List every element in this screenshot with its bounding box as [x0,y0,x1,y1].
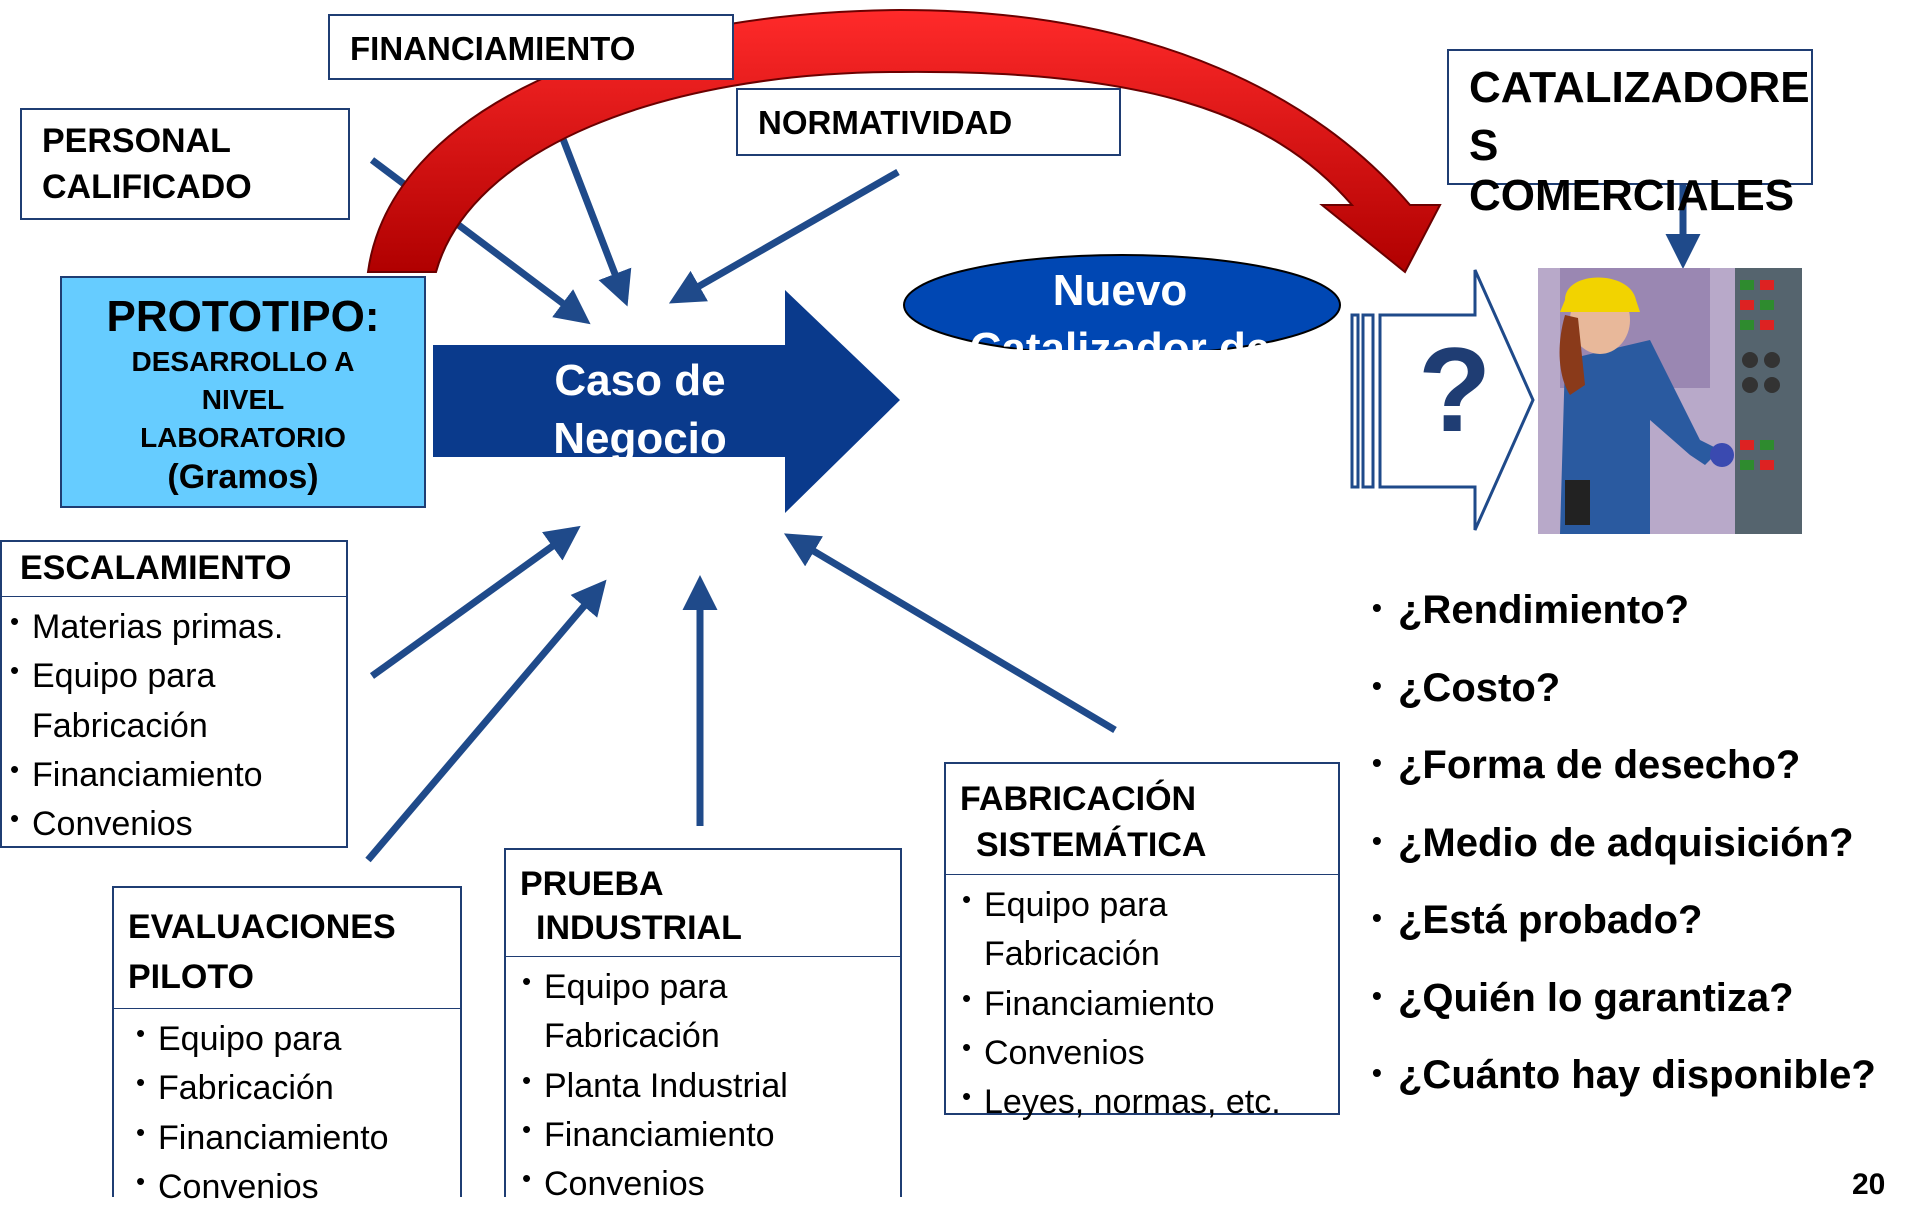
prototipo-line-3: LABORATORIO [140,422,346,453]
evaluaciones-title: EVALUACIONES PILOTO [114,888,460,1009]
prototipo-box: PROTOTIPO: DESARROLLO A NIVEL LABORATORI… [60,276,426,508]
prueba-box: PRUEBA INDUSTRIAL Equipo para Fabricació… [504,848,902,1203]
list-item: Equipo para Fabricación [520,963,804,1062]
list-item: Leyes, normas, etc. [960,1078,1332,1127]
prototipo-line-2: NIVEL [201,384,285,415]
prototipo-line-1: DESARROLLO A [131,346,355,377]
normatividad-box: NORMATIVIDAD [736,88,1121,156]
list-item: Financiamiento [134,1114,454,1163]
caso-negocio-line-2: Negocio [553,414,727,457]
evaluaciones-title-1: EVALUACIONES [128,908,396,946]
list-item: Financiamiento [8,751,340,800]
list-item: Financiamiento [960,980,1332,1029]
escalamiento-list: Materias primas. Equipo para Fabricación… [2,597,346,849]
escalamiento-box: ESCALAMIENTO Materias primas. Equipo par… [0,540,348,848]
caso-negocio-label: Caso de Negocio [530,352,750,457]
arrow-evaluaciones [365,579,607,863]
worker-illustration [1538,268,1802,534]
ellipse-line-1: Nuevo [1052,266,1188,315]
list-item: Equipo para [134,1015,454,1064]
escalamiento-title: ESCALAMIENTO [2,542,346,598]
prueba-title: PRUEBA INDUSTRIAL [506,850,900,957]
list-item: Equipo para Fabricación [8,652,252,751]
list-item: Convenios [134,1163,454,1212]
ellipse-label: Nuevo Catalizador de [905,262,1335,350]
personal-label-2: CALIFICADO [42,168,252,206]
normatividad-label: NORMATIVIDAD [758,104,1013,141]
list-item: Fabricación [134,1064,454,1113]
personal-label-1: PERSONAL [42,122,231,160]
question-item: ¿Quién lo garantiza? [1372,976,1876,1054]
evaluaciones-title-2: PILOTO [128,958,254,996]
fabricacion-title-2: SISTEMÁTICA [976,826,1207,864]
catalizadores-label-2: S COMERCIALES [1469,121,1795,220]
arrow-escalamiento [369,525,581,679]
question-item: ¿Forma de desecho? [1372,743,1876,821]
list-item: Convenios [520,1160,894,1209]
evaluaciones-box: EVALUACIONES PILOTO Equipo para Fabricac… [112,886,462,1206]
list-item: Materias primas. [8,603,340,652]
question-item: ¿Rendimiento? [1372,588,1876,666]
question-mark: ? [1418,323,1492,457]
outline-arrow [1350,269,1535,531]
list-item: Equipo para Fabricación [960,881,1244,980]
fabricacion-box: FABRICACIÓN SISTEMÁTICA Equipo para Fabr… [944,762,1340,1121]
prueba-list: Equipo para Fabricación Planta Industria… [506,957,900,1209]
arrow-normatividad [668,168,900,304]
caso-negocio-line-1: Caso de [554,356,726,405]
financiamiento-label: FINANCIAMIENTO [350,30,636,67]
list-item: Convenios [960,1029,1332,1078]
prueba-title-1: PRUEBA [520,865,664,903]
question-item: ¿Cuánto hay disponible? [1372,1053,1876,1131]
question-item: ¿Costo? [1372,666,1876,744]
questions-list: ¿Rendimiento? ¿Costo? ¿Forma de desecho?… [1372,588,1876,1131]
big-blue-arrow [433,290,900,513]
list-item: Convenios [8,800,340,849]
fabricacion-list: Equipo para Fabricación Financiamiento C… [946,875,1338,1127]
page-number: 20 [1852,1168,1886,1201]
prototipo-line-4: (Gramos) [167,458,319,496]
list-item: Planta Industrial [520,1062,894,1111]
ellipse-line-2: Catalizador de [969,324,1271,350]
question-item: ¿Está probado? [1372,898,1876,976]
personal-box: PERSONAL CALIFICADO [20,108,350,220]
financiamiento-box: FINANCIAMIENTO [328,14,734,80]
list-item: Financiamiento [520,1111,894,1160]
fabricacion-title: FABRICACIÓN SISTEMÁTICA [946,764,1338,875]
catalizadores-label-1: CATALIZADORE [1469,63,1810,112]
arrow-fabricacion [783,533,1117,734]
catalizadores-box: CATALIZADORE S COMERCIALES [1447,49,1813,220]
fabricacion-title-1: FABRICACIÓN [960,780,1197,818]
evaluaciones-list: Equipo para Fabricación Financiamiento C… [114,1009,460,1212]
question-item: ¿Medio de adquisición? [1372,821,1876,899]
prueba-title-2: INDUSTRIAL [536,909,742,947]
new-catalyst-ellipse [903,254,1341,350]
prototipo-title: PROTOTIPO: [106,292,380,341]
